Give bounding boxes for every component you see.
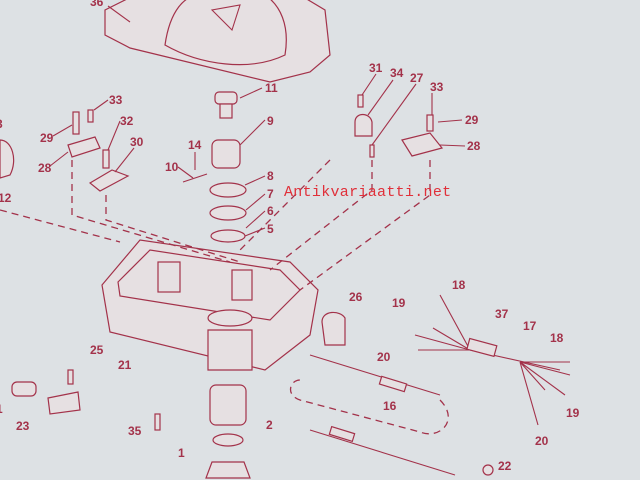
leader-line [361, 73, 377, 96]
callout-29: 29 [40, 131, 54, 145]
callout-34: 34 [390, 66, 404, 80]
rotor-9 [211, 139, 241, 169]
callout-17: 17 [523, 319, 537, 333]
leader-line [245, 193, 266, 211]
callout-9: 9 [267, 114, 274, 128]
callout-8: 8 [267, 169, 274, 183]
callout-18: 18 [452, 278, 466, 292]
callout-2: 2 [266, 418, 273, 432]
callout-19: 19 [392, 296, 406, 310]
callout-10: 10 [165, 160, 179, 174]
leader-line [437, 119, 463, 123]
callout-28: 28 [38, 161, 52, 175]
callout-12: 12 [0, 191, 12, 205]
callout-19: 19 [566, 406, 580, 420]
callout-31: 31 [369, 61, 383, 75]
callout-32: 32 [120, 114, 134, 128]
harness-37 [414, 294, 571, 426]
callout-11: 11 [265, 81, 278, 95]
callout-29: 29 [465, 113, 479, 127]
callout-1: 1 [0, 402, 3, 416]
leader-line [439, 144, 466, 147]
clamp-28-left [67, 109, 101, 158]
nut-2 [205, 384, 251, 479]
callout-21: 21 [118, 358, 132, 372]
callout-1: 1 [178, 446, 185, 460]
leader-line [107, 120, 121, 151]
leader-line [52, 124, 73, 137]
leader-line [49, 151, 69, 167]
callout-16: 16 [383, 399, 397, 413]
leader-line [93, 99, 109, 111]
leader-line [367, 79, 394, 116]
callout-20: 20 [535, 434, 549, 448]
leader-line [177, 166, 194, 179]
gear-3-partial [0, 139, 15, 179]
callout-25: 25 [90, 343, 104, 357]
leader-line [244, 227, 266, 237]
leader-line [239, 119, 266, 146]
callout-36: 36 [90, 0, 104, 9]
cable-16 [309, 354, 456, 476]
callout-14: 14 [188, 138, 202, 152]
callout-30: 30 [130, 135, 144, 149]
callout-labels: 3611313427332928332932302814910876531226… [0, 0, 580, 473]
callout-33: 33 [109, 93, 123, 107]
rings-8-5 [209, 182, 247, 243]
switch-11 [214, 91, 238, 119]
leader-line [244, 175, 266, 186]
watermark: Antikvariaatti.net [284, 184, 452, 201]
callout-6: 6 [267, 204, 274, 218]
leader-line [371, 83, 417, 146]
leader-line [245, 210, 266, 229]
callout-5: 5 [267, 222, 274, 236]
leader-line [107, 5, 131, 23]
connector-23 [11, 369, 494, 476]
callout-37: 37 [495, 307, 509, 321]
callout-35: 35 [128, 424, 142, 438]
bushing-26 [321, 311, 346, 346]
clamp-28-right [354, 94, 444, 158]
callout-33: 33 [430, 80, 444, 94]
dashed-guides [0, 159, 449, 435]
callout-28: 28 [467, 139, 481, 153]
callout-7: 7 [267, 187, 274, 201]
leader-line [239, 87, 263, 99]
callout-23: 23 [16, 419, 30, 433]
housing-21 [101, 239, 319, 371]
callout-20: 20 [377, 350, 391, 364]
callout-26: 26 [349, 290, 363, 304]
plate-30 [88, 149, 130, 192]
callout-18: 18 [550, 331, 564, 345]
callout-22: 22 [498, 459, 512, 473]
callout-27: 27 [410, 71, 424, 85]
callout-3: 3 [0, 117, 3, 131]
control-box-cover [104, 0, 331, 83]
pin-10 [182, 173, 208, 183]
leader-line [114, 147, 135, 173]
